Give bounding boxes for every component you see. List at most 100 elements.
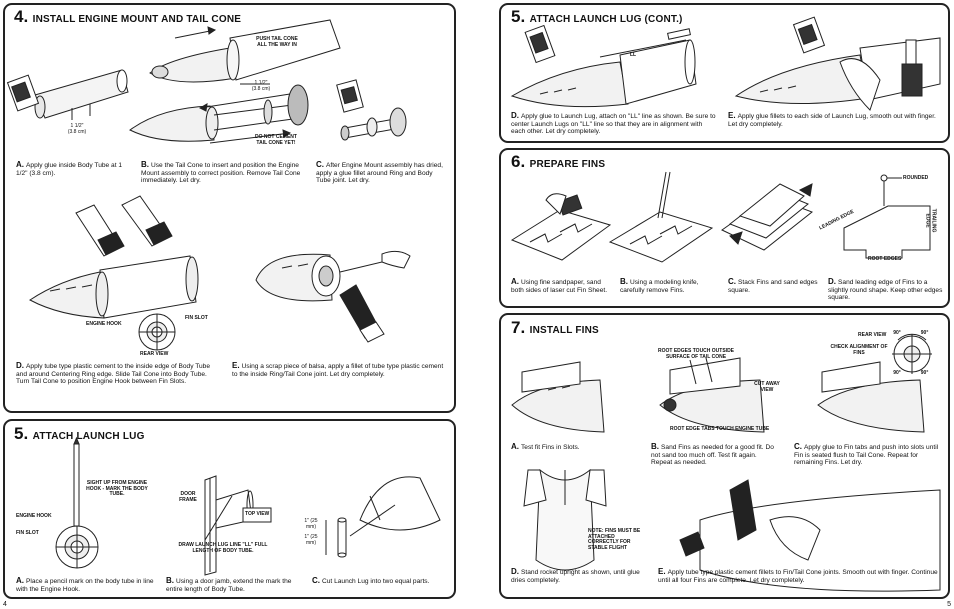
step-letter: A. [511, 442, 519, 451]
step-text: Apply glue to Fin tabs and push into slo… [794, 444, 939, 467]
step-letter: B. [651, 442, 659, 451]
step-7a: A.Test fit Fins in Slots. [511, 443, 641, 452]
step-letter: C. [728, 277, 736, 286]
section-5-cont-title: 5. ATTACH LAUNCH LUG (CONT.) [511, 7, 683, 27]
step-letter: B. [620, 277, 628, 286]
step-text: Cut Launch Lug into two equal parts. [322, 578, 430, 585]
sand-fins-illustration [659, 357, 765, 433]
glue-tube-body-illustration [6, 69, 129, 120]
step-letter: E. [658, 567, 666, 576]
step-text: Sand Fins as needed for a good fit. Do n… [651, 444, 774, 467]
step-letter: A. [16, 160, 24, 169]
step-6a: A.Using fine sandpaper, sand both sides … [511, 278, 611, 294]
step-text: Apply glue inside Body Tube at 1 1/2" (3… [16, 162, 123, 177]
label-degree-1: 90° [893, 330, 901, 337]
label-sight-up: SIGHT UP FROM ENGINE HOOK - MARK THE BOD… [86, 480, 148, 498]
step-7e: E.Apply tube type plastic cement fillets… [658, 568, 944, 584]
label-draw-ll: DRAW LAUNCH LUG LINE "LL" FULL LENGTH OF… [178, 542, 268, 554]
step-4b: B.Use the Tail Cone to insert and positi… [141, 161, 301, 185]
label-dim-2: 1 1/2" (3.8 cm) [251, 80, 271, 92]
door-jamb-illustration [204, 475, 272, 576]
step-text: Apply tube type plastic cement fillets t… [658, 569, 938, 584]
section-title: INSTALL ENGINE MOUNT AND TAIL CONE [32, 14, 242, 25]
label-rounded: ROUNDED [903, 175, 929, 181]
step-5a: A.Place a pencil mark on the body tube i… [16, 577, 156, 593]
step-letter: D. [511, 567, 519, 576]
step-text: Place a pencil mark on the body tube in … [16, 578, 154, 593]
step-text: Using a scrap piece of balsa, apply a fi… [232, 363, 444, 378]
label-1in-a: 1" (25 mm) [304, 518, 318, 530]
tail-cone-push-illustration [149, 19, 341, 85]
sand-fin-sheet-illustration [510, 193, 612, 261]
stand-rocket-illustration [523, 468, 607, 571]
step-text: Stand rocket upright as shown, until glu… [511, 569, 640, 584]
section-7-title: 7. INSTALL FINS [511, 318, 599, 338]
label-door-frame: DOOR FRAME [179, 491, 197, 503]
label-fin-slot-5: FIN SLOT [16, 530, 39, 536]
step-5e: E.Apply glue fillets to each side of Lau… [728, 112, 943, 128]
step-7c: C.Apply glue to Fin tabs and push into s… [794, 443, 944, 467]
section-title: ATTACH LAUNCH LUG (CONT.) [529, 14, 683, 25]
label-rear-view-7: REAR VIEW [858, 332, 887, 338]
section-title: ATTACH LAUNCH LUG [32, 431, 145, 442]
step-5d: D.Apply glue to Launch Lug, attach on "L… [511, 112, 716, 136]
label-degree-2: 90° [920, 369, 929, 376]
pencil-mark-illustration [55, 436, 99, 569]
label-do-not-cement: DO NOT CEMENT TAIL CONE YET! [255, 134, 297, 146]
label-cutaway: CUT AWAY VIEW [754, 381, 780, 393]
section-title: PREPARE FINS [529, 159, 606, 170]
label-engine-hook: ENGINE HOOK [86, 321, 122, 327]
section-4-title: 4. INSTALL ENGINE MOUNT AND TAIL CONE [14, 7, 241, 27]
launch-lug-fillet-illustration [734, 16, 941, 111]
label-dim-1: 1 1/2" (3.8 cm) [67, 123, 87, 135]
step-letter: B. [141, 160, 149, 169]
section-number: 7. [511, 318, 526, 337]
cut-launch-lug-illustration [325, 476, 441, 558]
step-letter: C. [316, 160, 324, 169]
step-text: Test fit Fins in Slots. [521, 444, 580, 451]
step-text: Using a modeling knife, carefully remove… [620, 279, 699, 294]
section-number: 5. [14, 424, 29, 443]
step-5b: B.Using a door jamb, extend the mark the… [166, 577, 302, 593]
step-7d: D.Stand rocket upright as shown, until g… [511, 568, 641, 584]
remove-fins-illustration [608, 171, 714, 263]
label-root-tabs: ROOT EDGE TABS TOUCH ENGINE TUBE [670, 426, 770, 432]
step-4d: D.Apply tube type plastic cement to the … [16, 362, 216, 386]
label-ll: LL [630, 52, 637, 58]
step-text: Apply glue fillets to each side of Launc… [728, 113, 936, 128]
section-6-title: 6. PREPARE FINS [511, 152, 605, 172]
glue-fins-illustration [817, 333, 932, 433]
label-rear-view: REAR VIEW [140, 351, 169, 357]
label-fin-slot: FIN SLOT [185, 315, 208, 321]
step-letter: C. [312, 576, 320, 585]
label-engine-hook-5: ENGINE HOOK [16, 513, 52, 519]
step-4e: E.Using a scrap piece of balsa, apply a … [232, 362, 444, 378]
page-number-left: 4 [3, 601, 7, 608]
step-6b: B.Using a modeling knife, carefully remo… [620, 278, 720, 294]
label-1in-b: 1" (25 mm) [304, 534, 318, 546]
cement-fillet-fins-illustration [679, 479, 941, 592]
step-text: Apply glue to Launch Lug, attach on "LL"… [511, 113, 716, 136]
step-text: Stack Fins and sand edges square. [728, 279, 818, 294]
label-root-outside: ROOT EDGES TOUCH OUTSIDE SURFACE OF TAIL… [657, 348, 735, 360]
step-text: After Engine Mount assembly has dried, a… [316, 162, 443, 185]
test-fit-fins-illustration [511, 361, 605, 433]
step-text: Apply tube type plastic cement to the in… [16, 363, 211, 386]
label-root-edges: ROOT EDGES [868, 256, 902, 262]
step-text: Using fine sandpaper, sand both sides of… [511, 279, 608, 294]
step-letter: D. [511, 111, 519, 120]
step-6d: D.Sand leading edge of Fins to a slightl… [828, 278, 944, 302]
step-6c: C.Stack Fins and sand edges square. [728, 278, 818, 294]
label-degree-3: 90° [893, 369, 901, 376]
engine-mount-fillet-illustration [336, 79, 407, 141]
fin-edge-diagram [843, 174, 931, 259]
step-7b: B.Sand Fins as needed for a good fit. Do… [651, 443, 775, 467]
section-number: 4. [14, 7, 29, 26]
step-letter: E. [728, 111, 736, 120]
step-letter: C. [794, 442, 802, 451]
label-note-fins: NOTE: FINS MUST BE ATTACHED CORRECTLY FO… [588, 528, 641, 551]
section-title: INSTALL FINS [529, 325, 599, 336]
